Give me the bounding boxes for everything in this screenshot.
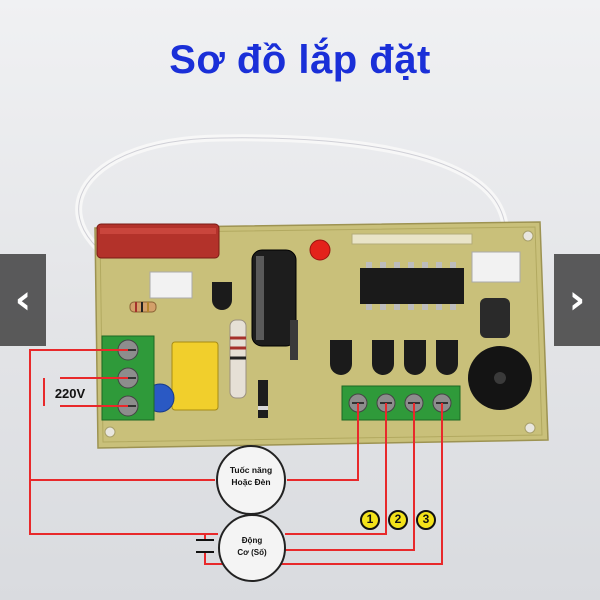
wire-connector xyxy=(149,271,193,299)
motor-circle xyxy=(218,514,286,582)
motor-label-line2: Cơ (Số) xyxy=(237,548,267,557)
capacitor-stripe xyxy=(256,256,264,340)
ic-chip xyxy=(360,268,464,304)
diode xyxy=(258,380,268,418)
next-image-button[interactable]: › xyxy=(554,254,600,346)
chevron-left-icon: ‹ xyxy=(14,277,32,323)
pin-header xyxy=(351,233,473,245)
wiring-diagram xyxy=(29,349,443,565)
diode xyxy=(290,320,298,360)
capacitor-symbol-icon xyxy=(196,539,214,553)
yellow-capacitor xyxy=(171,341,219,411)
chevron-right-icon: › xyxy=(568,277,586,323)
motor-label: Động Cơ (Số) xyxy=(221,535,283,559)
load-circle xyxy=(216,445,286,515)
small-capacitor xyxy=(480,298,510,338)
terminal-number-2: 2 xyxy=(388,510,408,530)
ribbon-cable-edge xyxy=(78,137,507,283)
load-label: Tuốc năng Hoặc Đèn xyxy=(218,464,284,488)
prev-image-button[interactable]: ‹ xyxy=(0,254,46,346)
transistor xyxy=(212,282,232,310)
motor-label-line1: Động xyxy=(241,536,263,545)
ic-pins xyxy=(366,262,456,310)
transistor-row xyxy=(330,340,458,375)
load-label-line1: Tuốc năng xyxy=(229,465,273,475)
terminal-number-3: 3 xyxy=(416,510,436,530)
wire-connector xyxy=(471,251,521,283)
load-label-line2: Hoặc Đèn xyxy=(231,477,271,487)
page-title: Sơ đồ lắp đặt xyxy=(169,38,431,82)
pcb-hole xyxy=(522,230,534,242)
pcb-hole xyxy=(104,426,116,438)
capacitor-highlight xyxy=(100,228,216,234)
led-red xyxy=(309,239,331,261)
pcb-hole xyxy=(524,422,536,434)
terminal-number-1: 1 xyxy=(360,510,380,530)
voltage-label: 220V xyxy=(54,386,86,401)
